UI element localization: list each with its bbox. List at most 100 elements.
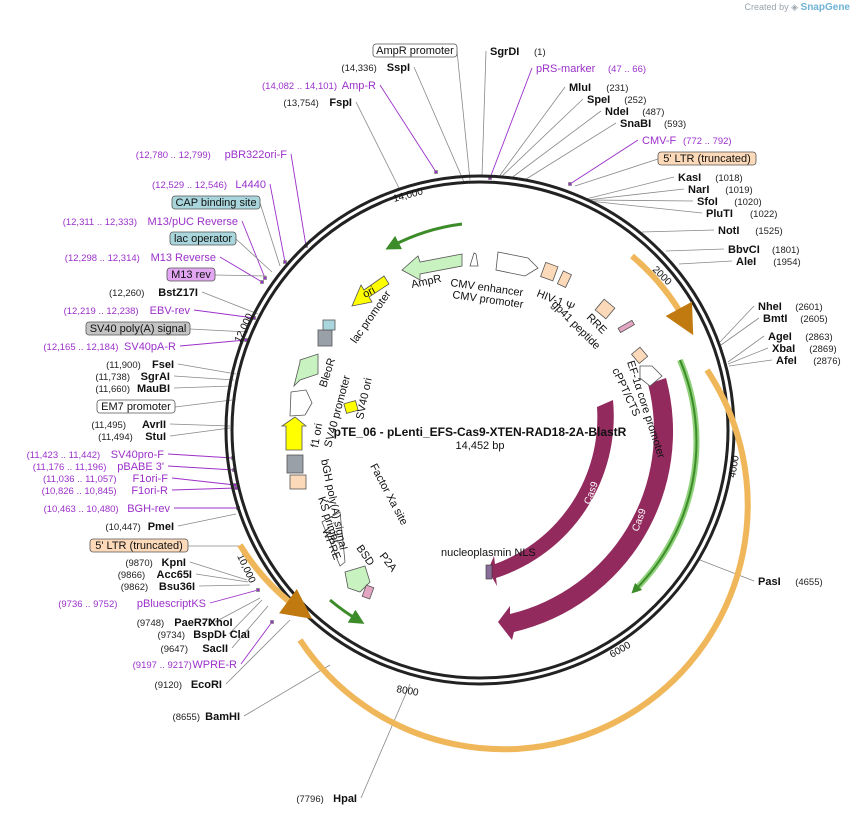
enzyme-position: (8655): [173, 712, 200, 723]
feature-box: [171, 195, 261, 210]
primer-mark: [256, 588, 260, 592]
leader-line: [497, 86, 566, 179]
primer-label: M13/pUC Reverse: [148, 216, 238, 228]
feature-box-label: AmpR promoter: [376, 45, 454, 57]
enzyme-label: Acc65I: [157, 569, 192, 581]
enzyme-label: NheI: [758, 301, 782, 313]
primer-leader: [171, 487, 237, 491]
primer-label: EBV-rev: [150, 305, 191, 317]
enzyme-position: (9862): [121, 582, 148, 593]
snapgene-credit: Created by ◈ SnapGene: [745, 2, 850, 13]
enzyme-position: (1801): [772, 245, 799, 256]
primer-mark: [270, 620, 274, 624]
leader-line: [360, 683, 411, 799]
tick-label: 6000: [608, 640, 633, 661]
enzyme-label: BamHI: [205, 711, 240, 723]
bleor-label: BleoR: [317, 357, 338, 389]
enzyme-label: BstZ17I: [158, 287, 198, 299]
feature-box: [372, 43, 458, 58]
enzyme-label: SfoI: [697, 196, 718, 208]
enzyme-label: KasI: [678, 172, 701, 184]
enzyme-position: (9734): [158, 630, 185, 641]
ltr-arcs: [237, 253, 751, 753]
enzyme-label: BmtI: [763, 313, 787, 325]
feature-box-label: CAP binding site: [175, 197, 256, 209]
enzyme-label: NarI: [688, 184, 709, 196]
primer-leader: [179, 339, 247, 347]
primer-label: Amp-R: [342, 80, 376, 92]
primer-label: pBABE 3': [117, 461, 164, 473]
enzyme-label: NotI: [718, 225, 739, 237]
enzyme-position: (10,447): [105, 522, 140, 533]
enzyme-position: (9866): [118, 570, 145, 581]
primer-position: (14,082 .. 14,101): [262, 81, 337, 92]
primer-label: pBluescriptKS: [137, 598, 206, 610]
primer-mark: [568, 182, 572, 186]
enzyme-position: (1018): [715, 173, 742, 184]
primer-leader: [171, 477, 236, 486]
enzyme-label: MauBI: [137, 383, 170, 395]
enzyme-label: SspI: [387, 62, 410, 74]
leader-line: [456, 50, 471, 181]
leader-line: [225, 619, 291, 685]
primer-label: SV40pro-F: [111, 449, 164, 461]
primer-position: (12,780 .. 12,799): [136, 150, 211, 161]
enzyme-position: (231): [606, 83, 628, 94]
primer-leader: [290, 153, 307, 247]
leader-line: [198, 584, 251, 587]
primer-mark: [263, 276, 267, 280]
enzyme-label: - ClaI: [223, 629, 250, 641]
f1-ori-label: f1 ori: [309, 422, 325, 448]
enzyme-label: HpaI: [333, 793, 357, 805]
enzyme-label: NdeI: [605, 106, 629, 118]
enzyme-label: FspI: [329, 97, 352, 109]
primer-label: pRS-marker: [536, 63, 596, 75]
leader-line: [678, 260, 733, 265]
leader-line: [719, 305, 755, 343]
leader-line: [355, 101, 401, 191]
leader-line: [228, 599, 263, 635]
enzyme-label: FseI: [152, 359, 174, 371]
primer-mark: [234, 486, 238, 490]
enzyme-label: AleI: [736, 256, 756, 268]
leader-line: [699, 559, 755, 582]
enzyme-position: (9647): [161, 644, 188, 655]
feature-box: [169, 231, 237, 246]
primer-position: (12,529 .. 12,546): [152, 180, 227, 191]
bsd-label: BSD: [354, 543, 377, 568]
feature-box-label: M13 rev: [171, 269, 211, 281]
leader-line: [173, 385, 233, 389]
enzyme-label: StuI: [145, 431, 166, 443]
primer-label: SV40pA-R: [124, 341, 176, 353]
primer-position: (10,826 .. 10,845): [42, 486, 117, 497]
enzyme-label: PmeI: [148, 521, 174, 533]
leader-line: [728, 359, 773, 367]
leader-line: [231, 605, 269, 649]
enzyme-position: (593): [664, 119, 686, 130]
primer-position: (12,311 .. 12,333): [63, 217, 137, 228]
primer-label: F1ori-F: [133, 473, 169, 485]
enzyme-position: (1019): [725, 185, 752, 196]
enzyme-position: (1954): [773, 257, 800, 268]
primer-leader: [209, 589, 259, 604]
feature-box-label: 5' LTR (truncated): [663, 153, 750, 165]
enzyme-position: (1022): [750, 209, 777, 220]
enzyme-position: (11,660): [95, 384, 130, 395]
feature-box: [89, 538, 189, 553]
leader-line: [243, 664, 331, 717]
enzyme-position: (252): [624, 95, 646, 106]
enzyme-position: (14,336): [341, 63, 376, 74]
enzyme-position: (1525): [755, 226, 782, 237]
leader-line: [214, 597, 261, 623]
enzyme-label: SgrAI: [141, 371, 170, 383]
feature-box-label: SV40 poly(A) signal: [90, 323, 187, 335]
primer-label: L4440: [235, 179, 266, 191]
enzyme-position: (1): [534, 47, 546, 58]
ori-label: ori: [361, 284, 377, 300]
enzyme-label: SpeI: [587, 94, 610, 106]
primer-mark: [233, 483, 237, 487]
primer-label: F1ori-R: [131, 485, 168, 497]
credit-prefix: Created by: [744, 2, 789, 12]
outer-labels: SgrDI(1)MluI(231)SpeI(252)NdeI(487)SnaBI…: [27, 43, 841, 805]
enzyme-position: (11,738): [95, 372, 130, 383]
